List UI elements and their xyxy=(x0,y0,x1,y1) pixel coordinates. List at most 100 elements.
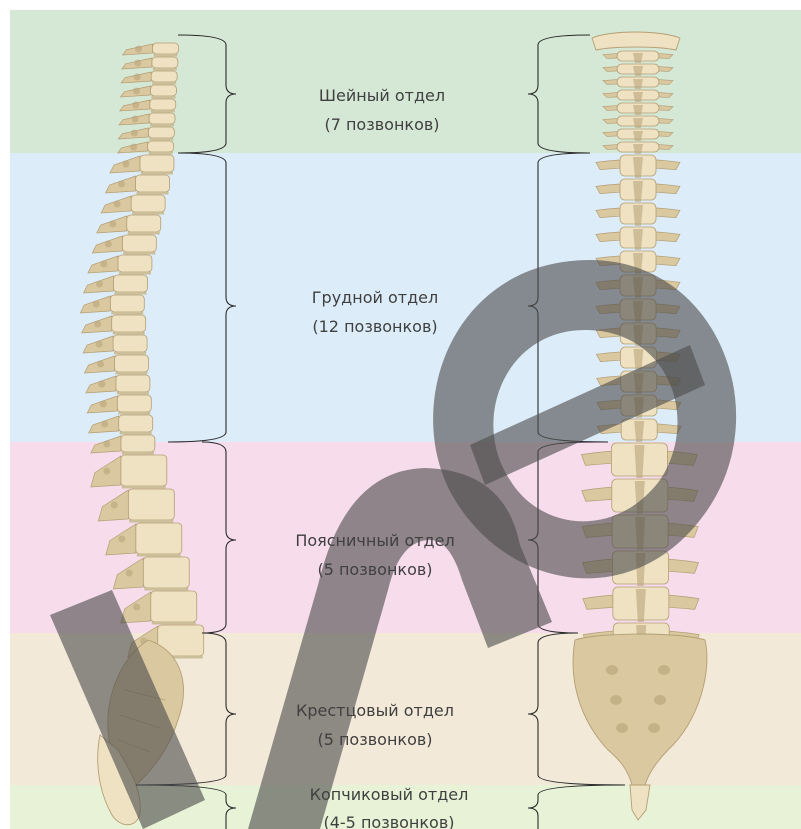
lateral-disc xyxy=(151,96,175,99)
lateral-vertebra-body xyxy=(136,523,182,554)
lateral-disc xyxy=(150,124,174,127)
lateral-foramen xyxy=(98,381,105,388)
lateral-vertebra-body xyxy=(143,557,189,588)
label-cervical-count: (7 позвонков) xyxy=(324,115,439,134)
lateral-foramen xyxy=(105,241,112,248)
lateral-vertebra-body xyxy=(131,195,165,212)
lateral-vertebra-body xyxy=(118,255,152,272)
lateral-disc xyxy=(152,622,196,625)
lateral-disc xyxy=(153,68,177,71)
lateral-foramen xyxy=(135,46,142,53)
lateral-vertebra-body xyxy=(128,489,174,520)
lateral-foramen xyxy=(133,88,140,95)
lateral-foramen xyxy=(96,341,103,348)
posterior-sacral-foramen xyxy=(606,665,618,675)
lateral-vertebra-body xyxy=(114,355,148,372)
posterior-sacral-foramen xyxy=(654,695,666,705)
lateral-vertebra-body xyxy=(127,215,161,232)
lateral-foramen xyxy=(111,502,118,509)
lateral-vertebra-body xyxy=(121,435,155,452)
lateral-foramen xyxy=(94,321,101,328)
label-coccygeal-name: Копчиковый отдел xyxy=(310,785,469,804)
lateral-vertebra-body xyxy=(136,175,170,192)
lateral-disc xyxy=(115,292,147,295)
lateral-disc xyxy=(132,212,164,215)
lateral-vertebra-body xyxy=(152,57,178,68)
lateral-disc xyxy=(152,82,176,85)
lateral-disc xyxy=(151,110,175,113)
lateral-vertebra-body xyxy=(148,141,174,152)
lateral-vertebra-body xyxy=(113,335,147,352)
lateral-foramen xyxy=(103,468,110,475)
lateral-disc xyxy=(119,272,151,275)
lateral-foramen xyxy=(118,181,125,188)
lateral-foramen xyxy=(96,281,103,288)
lateral-vertebra-body xyxy=(150,85,176,96)
label-coccygeal-count: (4-5 позвонков) xyxy=(323,813,454,829)
lateral-vertebra-body xyxy=(140,155,174,172)
label-sacral-count: (5 позвонков) xyxy=(317,730,432,749)
lateral-disc xyxy=(122,486,166,489)
lateral-disc xyxy=(144,588,188,591)
lateral-disc xyxy=(129,520,173,523)
lateral-vertebra-body xyxy=(112,315,146,332)
lateral-foramen xyxy=(101,421,108,428)
lateral-vertebra-body xyxy=(114,275,148,292)
posterior-sacral-foramen xyxy=(610,695,622,705)
lateral-vertebra-body xyxy=(151,71,177,82)
lateral-disc xyxy=(128,232,160,235)
lateral-disc xyxy=(141,172,173,175)
lateral-vertebra-body xyxy=(150,99,176,110)
lateral-foramen xyxy=(100,261,107,268)
lateral-disc xyxy=(118,412,150,415)
lateral-disc xyxy=(114,352,146,355)
lateral-disc xyxy=(137,554,181,557)
lateral-disc xyxy=(113,332,145,335)
lateral-foramen xyxy=(118,536,125,543)
lateral-foramen xyxy=(97,361,104,368)
lateral-disc xyxy=(111,312,143,315)
lateral-disc xyxy=(154,54,178,57)
lateral-foramen xyxy=(132,116,139,123)
lateral-disc xyxy=(123,252,155,255)
lateral-foramen xyxy=(126,570,133,577)
lateral-disc xyxy=(115,372,147,375)
lateral-vertebra-body xyxy=(151,591,197,622)
lateral-foramen xyxy=(132,102,139,109)
lateral-disc xyxy=(117,392,149,395)
label-thoracic-name: Грудной отдел xyxy=(312,288,438,307)
lateral-foramen xyxy=(109,221,116,228)
lateral-foramen xyxy=(134,60,141,67)
lateral-disc xyxy=(120,432,152,435)
lateral-vertebra-body xyxy=(149,113,175,124)
label-lumbar-name: Поясничный отдел xyxy=(295,531,454,550)
lateral-foramen xyxy=(114,201,121,208)
label-lumbar-count: (5 позвонков) xyxy=(317,560,432,579)
posterior-sacral-foramen xyxy=(616,723,628,733)
lateral-disc xyxy=(149,138,173,141)
lateral-vertebra-body xyxy=(148,127,174,138)
label-cervical-name: Шейный отдел xyxy=(319,86,445,105)
lateral-foramen xyxy=(103,441,110,448)
lateral-disc xyxy=(137,192,169,195)
lateral-foramen xyxy=(100,401,107,408)
label-thoracic-count: (12 позвонков) xyxy=(312,317,437,336)
lateral-vertebra-body xyxy=(119,415,153,432)
lateral-foramen xyxy=(131,130,138,137)
lateral-disc xyxy=(122,452,154,455)
posterior-sacral-foramen xyxy=(658,665,670,675)
lateral-disc xyxy=(149,152,173,155)
lateral-foramen xyxy=(122,161,129,168)
lateral-foramen xyxy=(133,604,140,611)
lateral-vertebra-body xyxy=(117,395,151,412)
lateral-vertebra-body xyxy=(122,235,156,252)
lateral-foramen xyxy=(130,144,137,151)
posterior-atlas xyxy=(592,32,680,50)
lateral-vertebra-body xyxy=(153,43,179,54)
lateral-foramen xyxy=(134,74,141,81)
lateral-vertebra-body xyxy=(116,375,150,392)
label-sacral-name: Крестцовый отдел xyxy=(296,701,454,720)
lateral-foramen xyxy=(93,301,100,308)
lateral-vertebra-body xyxy=(110,295,144,312)
